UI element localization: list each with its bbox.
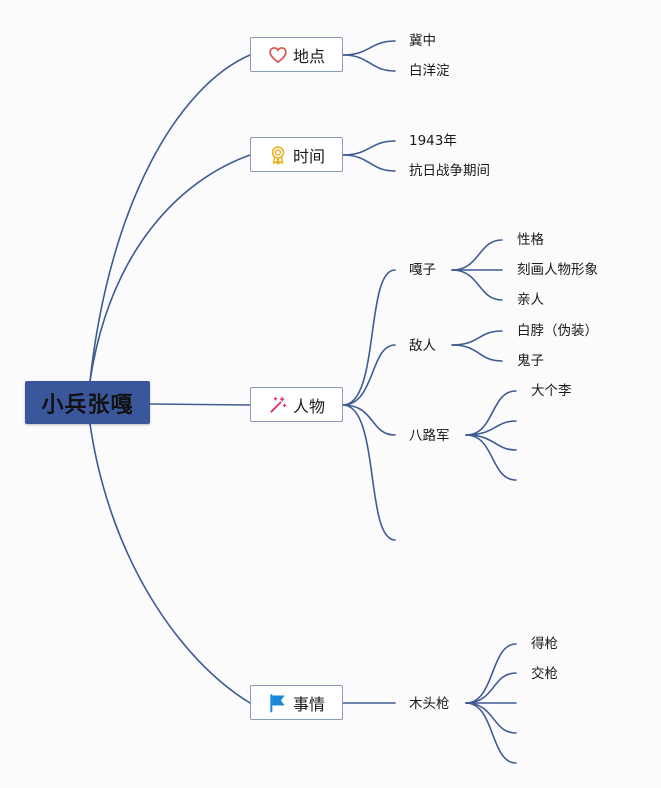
branch-place[interactable]: 地点 [250,37,343,72]
connector-people-enemy [342,344,396,406]
subtopic-army[interactable]: 八路军 [409,428,450,444]
branch-people-label: 人物 [292,396,325,416]
flag-icon [268,693,288,713]
connector-time-1 [342,140,396,156]
leaf-gazi-3[interactable]: 亲人 [517,292,544,308]
connector-gun-5 [465,702,517,764]
branch-people[interactable]: 人物 [250,387,343,422]
leaf-army-1[interactable]: 大个李 [531,383,572,399]
connector-place-2 [342,54,396,72]
connector-time-2 [342,154,396,172]
leaf-gazi-1[interactable]: 性格 [517,232,544,248]
branch-events-label: 事情 [292,694,325,714]
subtopic-gun[interactable]: 木头枪 [409,696,450,712]
root-topic-label: 小兵张嘎 [41,392,134,418]
leaf-enemy-1[interactable]: 白脖（伪装） [517,323,598,339]
connector-army-1 [465,390,517,436]
subtopic-enemy[interactable]: 敌人 [409,338,436,354]
heart-icon [268,45,288,65]
connector-enemy-1 [451,330,503,346]
branch-place-label: 地点 [292,46,325,66]
branch-time[interactable]: 时间 [250,137,343,172]
connector-enemy-2 [451,344,503,362]
award-medal-icon [268,145,288,165]
leaf-place-2[interactable]: 白洋淀 [409,63,450,79]
connector-root-events [89,423,251,704]
leaf-gun-1[interactable]: 得枪 [531,636,558,652]
connector-place-1 [342,40,396,56]
connector-people-army [342,404,396,436]
leaf-time-2[interactable]: 抗日战争期间 [409,163,490,179]
magic-wand-icon [268,395,288,415]
connector-gun-2 [465,672,517,704]
connector-root-time [89,154,251,382]
connector-gazi-1 [451,239,503,271]
connector-people-gazi [342,269,396,406]
connector-people-empty [342,404,396,541]
root-topic[interactable]: 小兵张嘎 [25,381,150,424]
connector-gun-4 [465,702,517,734]
leaf-time-1[interactable]: 1943年 [409,133,457,149]
leaf-gun-2[interactable]: 交枪 [531,666,558,682]
branch-time-label: 时间 [292,146,325,166]
connector-army-2 [465,420,517,436]
connector-army-4 [465,434,517,481]
connector-root-place [89,54,251,382]
subtopic-gazi[interactable]: 嘎子 [409,262,436,278]
branch-events[interactable]: 事情 [250,685,343,720]
connector-gun-1 [465,643,517,704]
leaf-gazi-2[interactable]: 刻画人物形象 [517,262,598,278]
connector-army-3 [465,434,517,451]
connector-gazi-3 [451,269,503,301]
leaf-enemy-2[interactable]: 鬼子 [517,353,544,369]
leaf-place-1[interactable]: 冀中 [409,33,436,49]
connector-root-people [149,403,251,406]
